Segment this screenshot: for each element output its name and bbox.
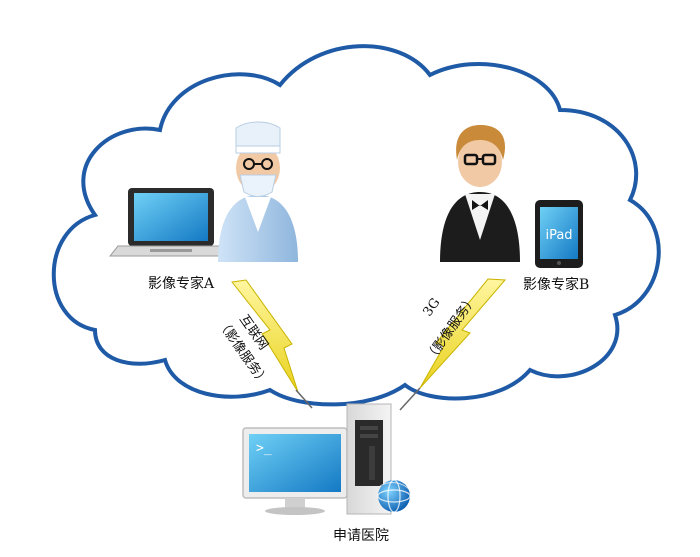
ipad-screen-text: iPad (545, 228, 572, 243)
terminal-prompt: >_ (256, 441, 272, 456)
doctor-avatar-icon (218, 121, 298, 262)
link-a-line (295, 389, 313, 409)
expert-a-label: 影像专家A (148, 276, 215, 292)
hospital-label: 申请医院 (333, 528, 389, 544)
laptop-icon (108, 188, 234, 257)
link-b-line (399, 387, 421, 411)
expert-b-label: 影像专家B (523, 277, 590, 293)
monitor-icon: >_ (242, 427, 348, 515)
lightning-bolt-b-icon (419, 278, 507, 389)
lightning-bolt-a-icon (231, 279, 299, 393)
ipad-icon: iPad (535, 200, 583, 268)
expert-avatar-icon (440, 125, 520, 262)
globe-icon (377, 479, 411, 513)
cloud-outline (51, 44, 661, 407)
